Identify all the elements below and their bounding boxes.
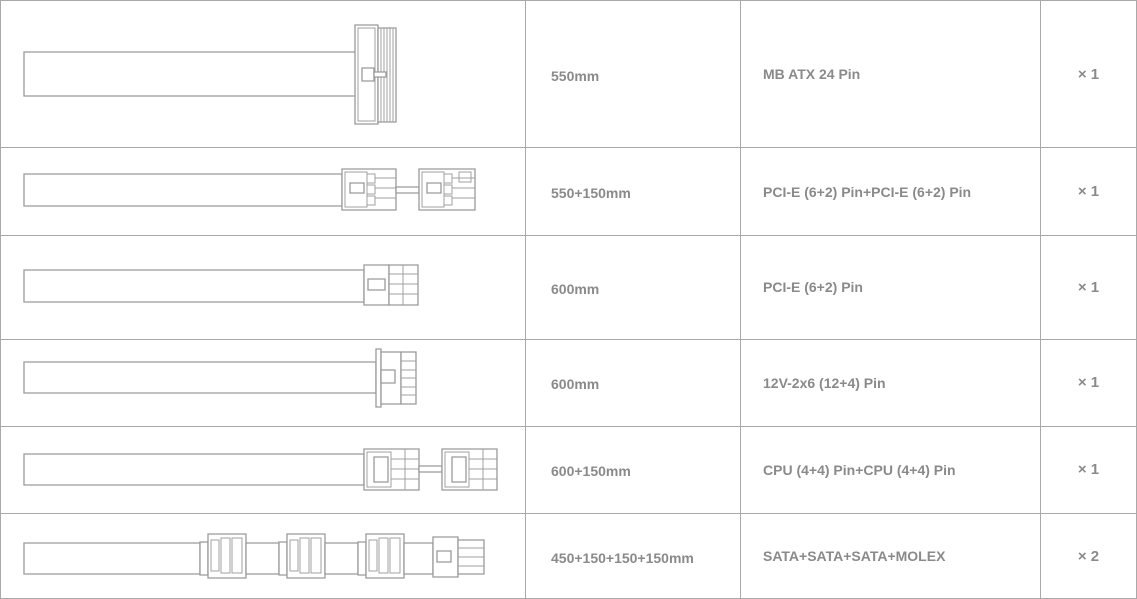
cable-length: 550mm <box>525 0 741 149</box>
cable-length-text: 600mm <box>551 376 600 393</box>
table-row: 600mm 12V-2x6 (12+4) Pin × 1 <box>0 338 1137 427</box>
cpu-dual-cable-icon <box>1 427 525 514</box>
cable-length-text: 550mm <box>551 67 600 84</box>
connector-type: SATA+SATA+SATA+MOLEX <box>740 513 1041 599</box>
connector-type-text: PCI-E (6+2) Pin <box>763 279 863 296</box>
table-row: 450+150+150+150mm SATA+SATA+SATA+MOLEX ×… <box>0 513 1137 599</box>
connector-type-text: 12V-2x6 (12+4) Pin <box>763 374 886 391</box>
cable-illustration-cell <box>0 425 526 515</box>
cable-quantity: × 2 <box>1040 513 1137 599</box>
connector-type: PCI-E (6+2) Pin <box>740 234 1041 340</box>
connector-type: 12V-2x6 (12+4) Pin <box>740 338 1041 427</box>
cable-length-text: 550+150mm <box>551 185 631 202</box>
cable-length: 600mm <box>525 338 741 427</box>
cable-illustration-cell <box>0 147 526 236</box>
cable-length: 550+150mm <box>525 147 741 236</box>
cable-length-text: 600mm <box>551 280 600 297</box>
cable-quantity: × 1 <box>1040 0 1137 149</box>
cable-length: 450+150+150+150mm <box>525 513 741 599</box>
table-row: 600mm PCI-E (6+2) Pin × 1 <box>0 234 1137 340</box>
cable-length: 600+150mm <box>525 425 741 515</box>
sata-molex-cable-icon <box>1 514 525 598</box>
cable-quantity: × 1 <box>1040 425 1137 515</box>
cable-length-text: 600+150mm <box>551 463 631 480</box>
cable-length-text: 450+150+150+150mm <box>551 549 694 566</box>
cable-illustration-cell <box>0 234 526 340</box>
connector-type-text: MB ATX 24 Pin <box>763 66 861 83</box>
cable-quantity: × 1 <box>1040 147 1137 236</box>
12v-2x6-cable-icon <box>1 340 525 426</box>
connector-type: CPU (4+4) Pin+CPU (4+4) Pin <box>740 425 1041 515</box>
pcie-dual-cable-icon <box>1 148 525 235</box>
atx-24pin-cable-icon <box>1 1 525 147</box>
table-row: 550+150mm PCI-E (6+2) Pin+PCI-E (6+2) Pi… <box>0 147 1137 236</box>
connector-type-text: PCI-E (6+2) Pin+PCI-E (6+2) Pin <box>763 183 972 200</box>
cable-length: 600mm <box>525 234 741 340</box>
cable-illustration-cell <box>0 513 526 599</box>
connector-type: MB ATX 24 Pin <box>740 0 1041 149</box>
cable-quantity: × 1 <box>1040 234 1137 340</box>
connector-type: PCI-E (6+2) Pin+PCI-E (6+2) Pin <box>740 147 1041 236</box>
connector-type-text: SATA+SATA+SATA+MOLEX <box>763 548 946 565</box>
table-row: 550mm MB ATX 24 Pin × 1 <box>0 0 1137 149</box>
cable-illustration-cell <box>0 338 526 427</box>
cable-quantity: × 1 <box>1040 338 1137 427</box>
table-row: 600+150mm CPU (4+4) Pin+CPU (4+4) Pin × … <box>0 425 1137 515</box>
connector-type-text: CPU (4+4) Pin+CPU (4+4) Pin <box>763 461 956 478</box>
pcie-single-cable-icon <box>1 236 525 339</box>
cable-illustration-cell <box>0 0 526 149</box>
